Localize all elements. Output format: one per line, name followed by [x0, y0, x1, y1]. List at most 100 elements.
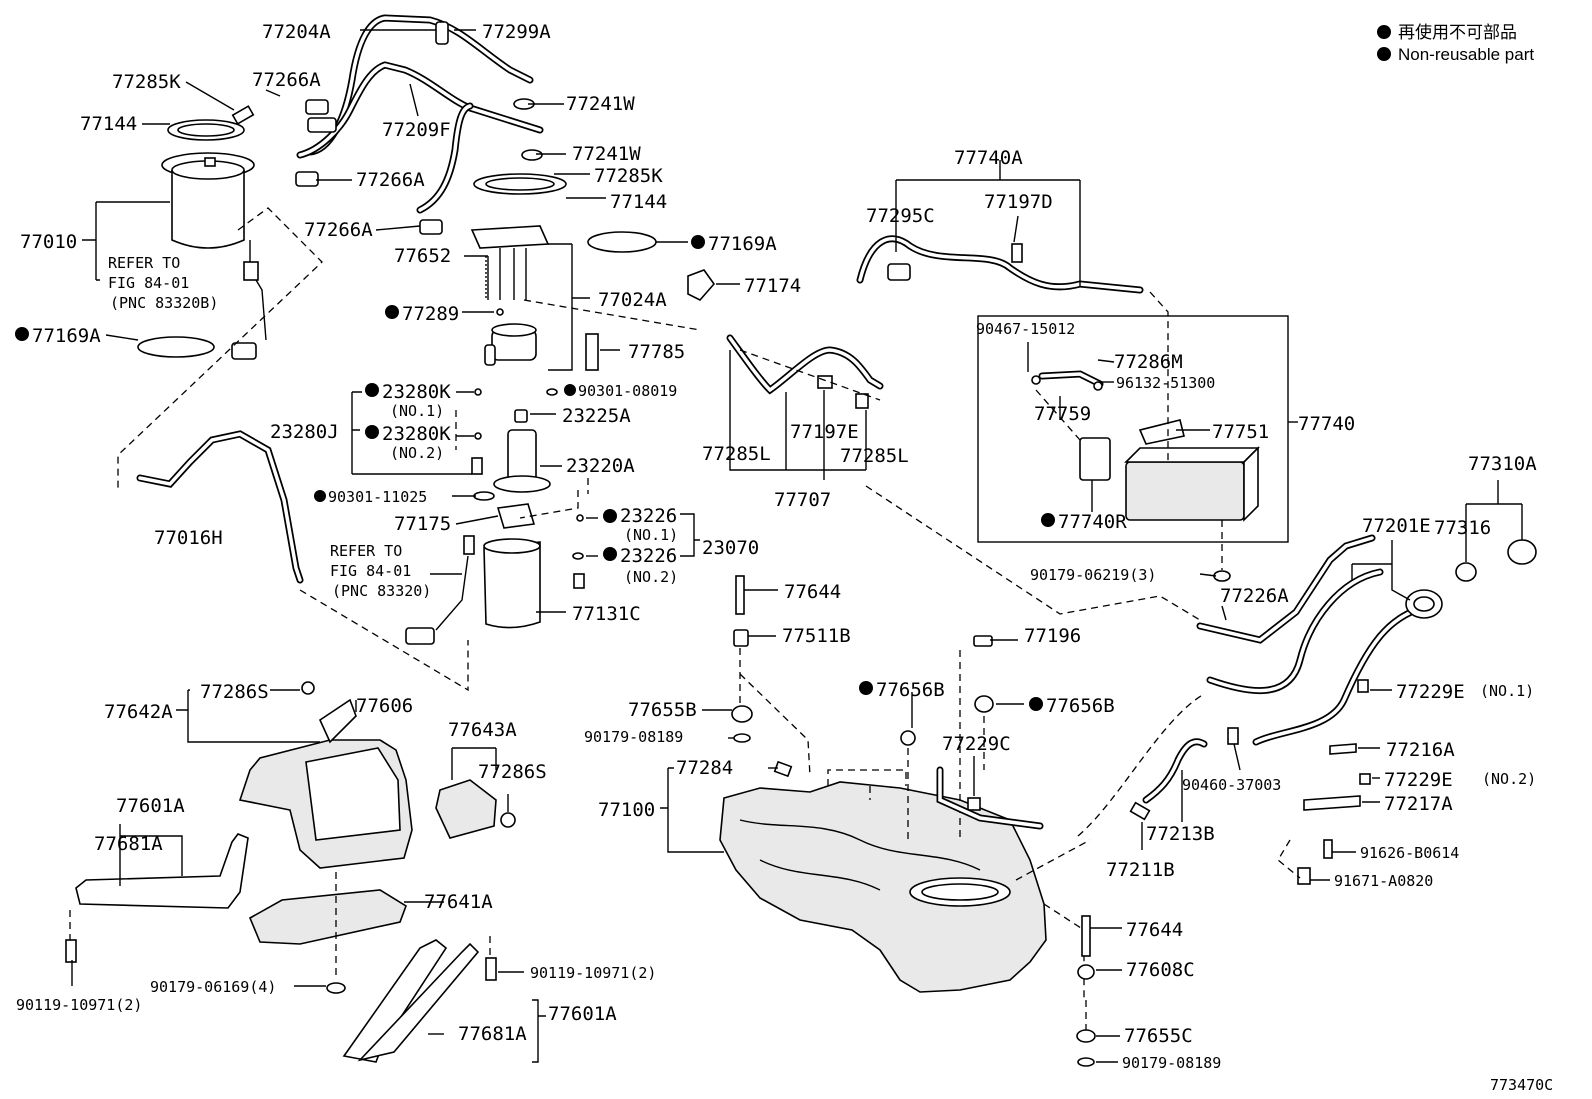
non-reusable-bullet-icon: [1041, 513, 1055, 527]
figure-code: 773470C: [1490, 1076, 1553, 1094]
part-label: 77196: [1024, 625, 1081, 647]
non-reusable-bullet-icon: [603, 547, 617, 561]
part-label: 77266A: [356, 169, 425, 191]
part-label: 77175: [394, 513, 451, 535]
note: (NO.1): [1480, 682, 1534, 700]
part-label: 90301-11025: [328, 488, 427, 506]
part-label: 77601A: [548, 1003, 617, 1025]
part-label: 77656B: [876, 679, 945, 701]
insulators-straps-drawing: [65, 681, 516, 1063]
refer-note: (PNC 83320B): [110, 294, 218, 312]
part-label: 77656B: [1046, 695, 1115, 717]
part-label: 77197D: [984, 191, 1053, 213]
non-reusable-bullet-icon: [1377, 47, 1391, 61]
refer-note: REFER TO: [330, 542, 402, 560]
non-reusable-bullet-icon: [859, 681, 873, 695]
part-label: 77174: [744, 275, 801, 297]
part-label: 91671-A0820: [1334, 872, 1433, 890]
part-label: 90179-06169(4): [150, 978, 276, 996]
part-label: 77211B: [1106, 859, 1175, 881]
part-label: 77310A: [1468, 453, 1537, 475]
part-label: 77285K: [112, 71, 181, 93]
part-label: 96132-51300: [1116, 374, 1215, 392]
part-label: 23280K: [382, 423, 451, 445]
part-label: 77197E: [790, 421, 859, 443]
non-reusable-bullet-icon: [1029, 697, 1043, 711]
non-reusable-bullet-icon: [1377, 25, 1391, 39]
legend: 再使用不可部品 Non-reusable part: [1377, 22, 1534, 64]
part-label: 77644: [784, 581, 841, 603]
part-label: 90467-15012: [976, 320, 1075, 338]
part-label: 77285L: [702, 443, 771, 465]
non-reusable-bullet-icon: [564, 384, 576, 396]
canister-group-drawing: [726, 235, 1289, 621]
part-label: 77601A: [116, 795, 185, 817]
part-label: 77010: [20, 231, 77, 253]
part-label: 90179-08189: [584, 728, 683, 746]
part-label: 77740A: [954, 147, 1023, 169]
legend-jp: 再使用不可部品: [1398, 22, 1517, 42]
part-label: 77229C: [942, 733, 1011, 755]
part-label: 77286M: [1114, 351, 1183, 373]
part-label: 77644: [1126, 919, 1183, 941]
part-label: 77229E: [1384, 769, 1453, 791]
part-label: 77241W: [566, 93, 635, 115]
non-reusable-bullet-icon: [15, 327, 29, 341]
part-label: 77201E: [1362, 515, 1431, 537]
note: (NO.2): [1482, 770, 1536, 788]
part-label: 77229E: [1396, 681, 1465, 703]
part-label: 77266A: [304, 219, 373, 241]
part-label: 77785: [628, 341, 685, 363]
part-label: 77213B: [1146, 823, 1215, 845]
filler-pipe-drawing: [1015, 534, 1537, 885]
part-label: 77144: [610, 191, 667, 213]
part-label: 77740R: [1058, 511, 1127, 533]
part-label: 77295C: [866, 205, 935, 227]
part-label: 77169A: [708, 233, 777, 255]
part-label: 77169A: [32, 325, 101, 347]
non-reusable-bullet-icon: [365, 425, 379, 439]
part-label: 23226: [620, 505, 677, 527]
note: (NO.1): [624, 526, 678, 544]
part-label: 77144: [80, 113, 137, 135]
part-label: 77286S: [478, 761, 547, 783]
part-label: 90460-37003: [1182, 776, 1281, 794]
part-label: 77642A: [104, 701, 173, 723]
part-label: 77643A: [448, 719, 517, 741]
refer-note: FIG 84-01: [330, 562, 411, 580]
part-label: 77316: [1434, 517, 1491, 539]
refer-note: REFER TO: [108, 254, 180, 272]
part-labels: 77204A 77299A 77285K 77266A 77241W 77144…: [15, 21, 1553, 1094]
note: (NO.1): [390, 402, 444, 420]
part-label: 77655B: [628, 699, 697, 721]
non-reusable-bullet-icon: [314, 490, 326, 502]
pump-group-drawing: [117, 14, 716, 692]
part-label: 77266A: [252, 69, 321, 91]
part-label: 23225A: [562, 405, 631, 427]
part-label: 90119-10971(2): [16, 996, 142, 1014]
part-label: 77759: [1034, 403, 1091, 425]
non-reusable-bullet-icon: [691, 235, 705, 249]
part-label: 77655C: [1124, 1025, 1193, 1047]
part-label: 77217A: [1384, 793, 1453, 815]
part-label: 77284: [676, 757, 733, 779]
part-label: 23280J: [270, 421, 339, 443]
part-label: 77681A: [458, 1023, 527, 1045]
leader-lines: [71, 29, 1523, 1063]
part-label: 90119-10971(2): [530, 964, 656, 982]
part-label: 77286S: [200, 681, 269, 703]
refer-note: FIG 84-01: [108, 274, 189, 292]
part-label: 23280K: [382, 381, 451, 403]
part-label: 23220A: [566, 455, 635, 477]
part-label: 77289: [402, 303, 459, 325]
non-reusable-bullet-icon: [365, 383, 379, 397]
part-label: 77511B: [782, 625, 851, 647]
part-label: 77016H: [154, 527, 223, 549]
part-label: 77652: [394, 245, 451, 267]
part-label: 77707: [774, 489, 831, 511]
refer-note: (PNC 83320): [332, 582, 431, 600]
fuel-tank-drawing: [719, 575, 1096, 1067]
part-label: 77285L: [840, 445, 909, 467]
part-label: 77209F: [382, 119, 451, 141]
